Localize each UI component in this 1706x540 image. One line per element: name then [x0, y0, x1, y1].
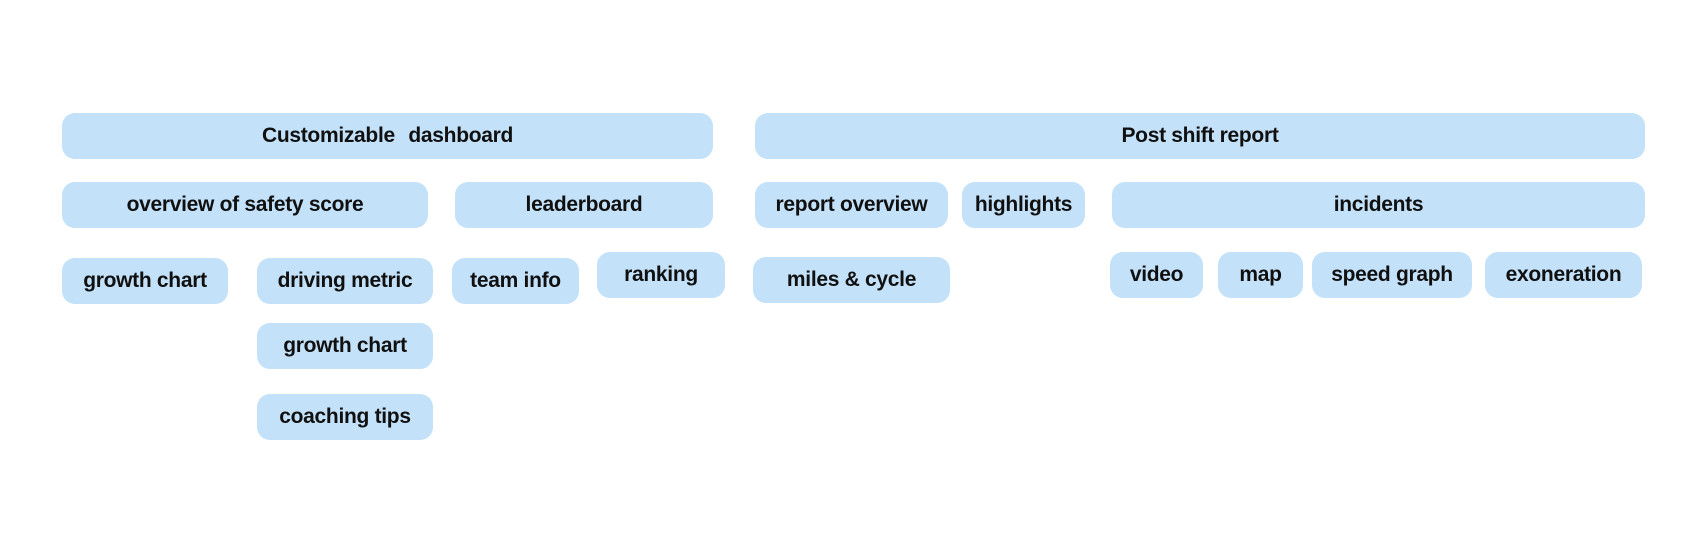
node-growth-chart-2[interactable]: growth chart — [257, 323, 433, 369]
node-post-shift-report[interactable]: Post shift report — [755, 113, 1645, 159]
node-miles-and-cycle-label: miles & cycle — [786, 268, 917, 291]
node-post-shift-report-label: Post shift report — [1121, 124, 1279, 147]
node-driving-metric-label: driving metric — [277, 269, 413, 292]
node-leaderboard[interactable]: leaderboard — [455, 182, 713, 228]
node-speed-graph-label: speed graph — [1331, 263, 1453, 286]
node-customizable-dashboard-label: Customizable dashboard — [261, 124, 514, 147]
node-video-label: video — [1129, 263, 1184, 286]
node-ranking[interactable]: ranking — [597, 252, 725, 298]
node-map[interactable]: map — [1218, 252, 1303, 298]
node-miles-and-cycle[interactable]: miles & cycle — [753, 257, 950, 303]
node-coaching-tips[interactable]: coaching tips — [257, 394, 433, 440]
node-report-overview[interactable]: report overview — [755, 182, 948, 228]
node-customizable-dashboard[interactable]: Customizable dashboard — [62, 113, 713, 159]
node-map-label: map — [1239, 263, 1282, 286]
node-video[interactable]: video — [1110, 252, 1203, 298]
node-incidents[interactable]: incidents — [1112, 182, 1645, 228]
node-coaching-tips-label: coaching tips — [279, 405, 411, 428]
node-highlights-label: highlights — [974, 193, 1073, 216]
node-driving-metric[interactable]: driving metric — [257, 258, 433, 304]
node-growth-chart-label: growth chart — [83, 269, 207, 292]
node-overview-of-safety-score[interactable]: overview of safety score — [62, 182, 428, 228]
node-highlights[interactable]: highlights — [962, 182, 1085, 228]
node-team-info-label: team info — [470, 269, 561, 292]
node-growth-chart-2-label: growth chart — [283, 334, 407, 357]
node-growth-chart[interactable]: growth chart — [62, 258, 228, 304]
node-ranking-label: ranking — [624, 263, 698, 286]
node-team-info[interactable]: team info — [452, 258, 579, 304]
node-incidents-label: incidents — [1333, 193, 1424, 216]
node-exoneration[interactable]: exoneration — [1485, 252, 1642, 298]
node-report-overview-label: report overview — [775, 193, 928, 216]
node-overview-of-safety-score-label: overview of safety score — [126, 193, 364, 216]
node-speed-graph[interactable]: speed graph — [1312, 252, 1472, 298]
node-leaderboard-label: leaderboard — [525, 193, 643, 216]
node-exoneration-label: exoneration — [1505, 263, 1622, 286]
